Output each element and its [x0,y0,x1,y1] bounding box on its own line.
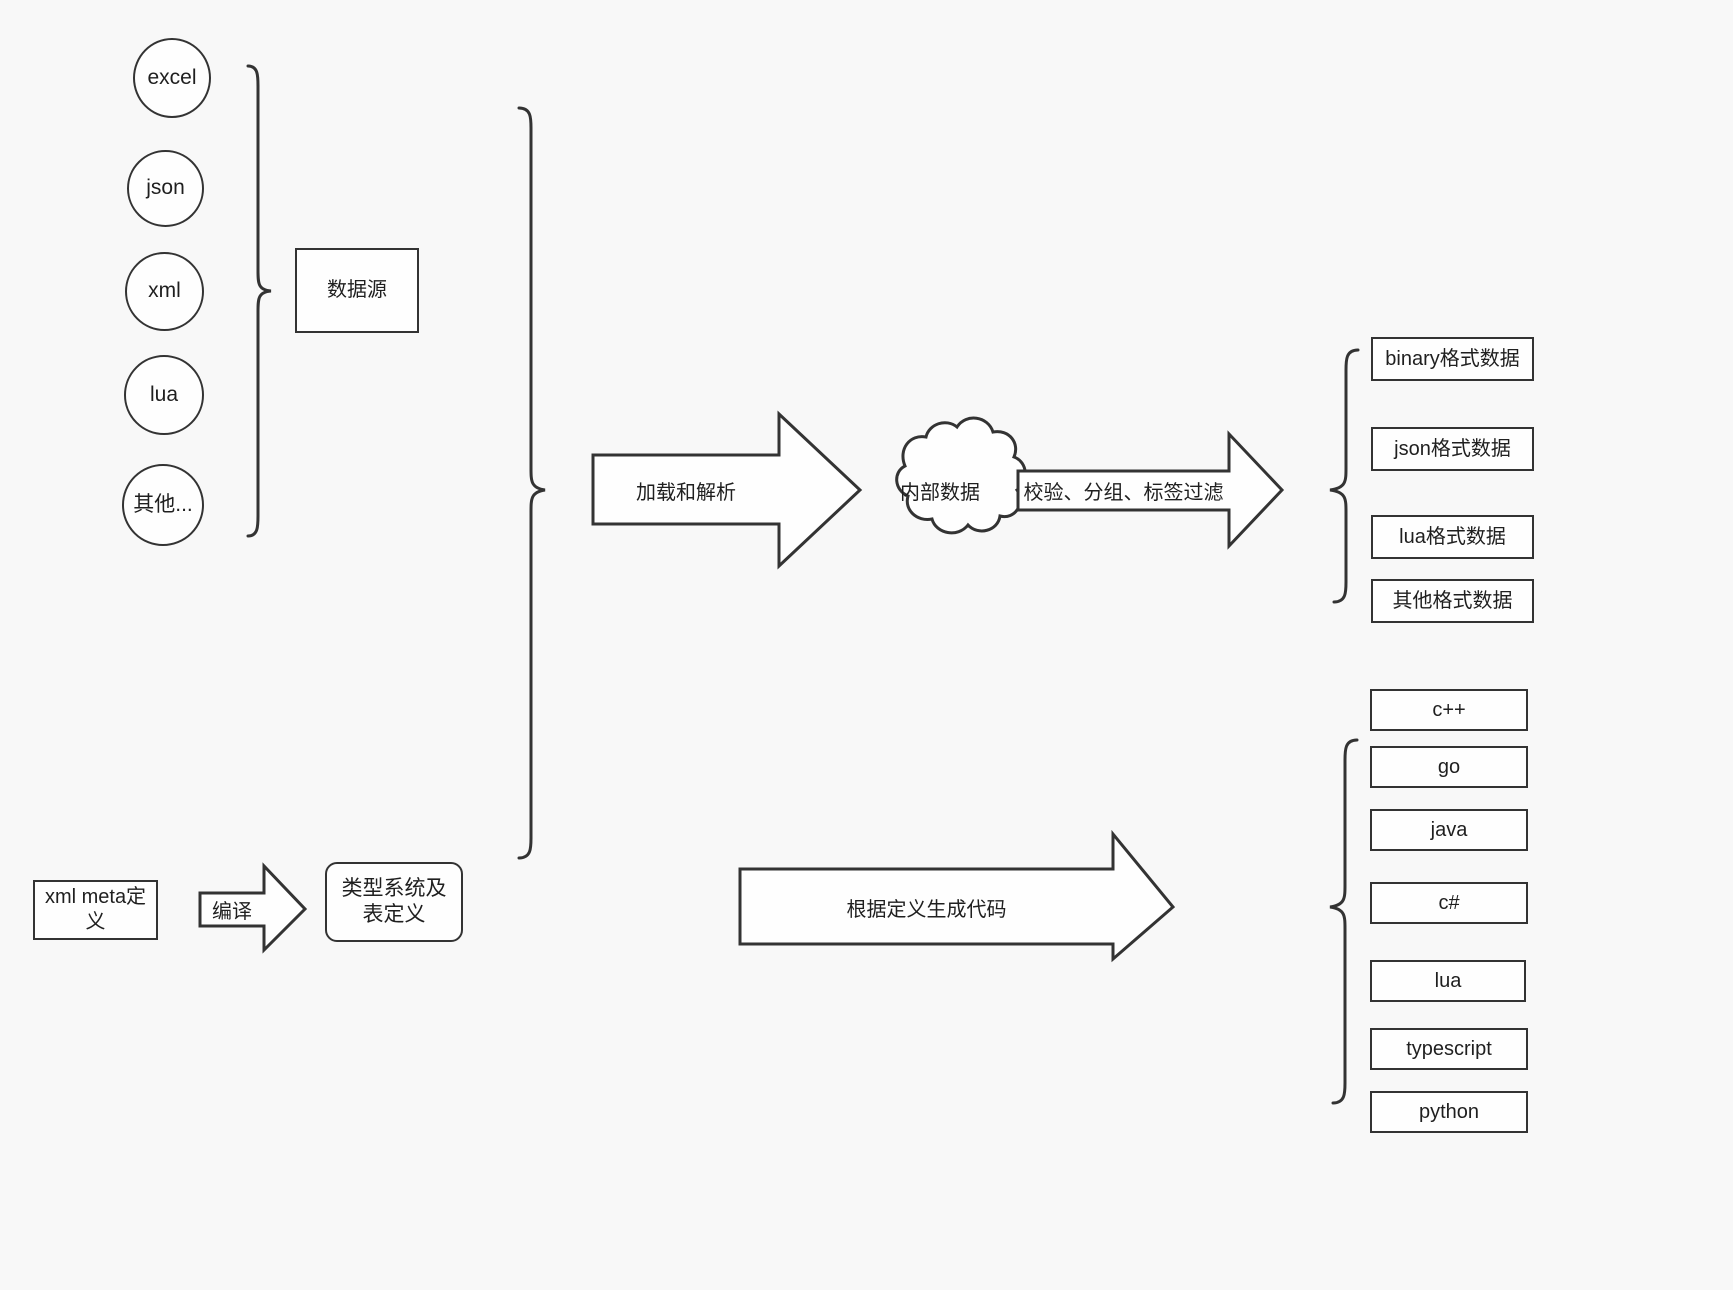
data-output-label: json格式数据 [1394,437,1511,460]
code-outputs-brace [1329,738,1359,1105]
type-system-box[interactable]: 类型系统及表定义 [325,862,463,942]
source-node-json[interactable]: json [127,150,204,227]
xml-meta-definition-box[interactable]: xml meta定义 [33,880,158,940]
code-output-label: c# [1438,891,1460,914]
code-output-python[interactable]: python [1370,1091,1528,1133]
code-output-label: go [1437,755,1461,778]
code-output-lua[interactable]: lua [1370,960,1526,1002]
sources-brace [246,64,272,538]
type-system-label: 类型系统及表定义 [341,876,447,926]
data-output-label: 其他格式数据 [1392,589,1513,612]
data-output-binary[interactable]: binary格式数据 [1371,337,1534,381]
data-source-label: 数据源 [327,279,387,301]
code-output-java[interactable]: java [1370,809,1528,851]
data-output-json[interactable]: json格式数据 [1371,427,1534,471]
compile-arrow-label: 编译 [212,901,252,923]
internal-data-cloud [895,416,1027,535]
data-output-label: binary格式数据 [1385,347,1520,370]
source-node-other[interactable]: 其他... [122,464,204,546]
code-output-label: lua [1434,969,1462,992]
code-output-label: c++ [1432,698,1466,721]
source-label: excel [147,65,197,89]
validate-filter-arrow [1016,430,1285,550]
codegen-arrow [738,829,1176,963]
data-source-box[interactable]: 数据源 [295,248,419,333]
data-outputs-brace [1329,348,1360,604]
source-label: 其他... [133,492,193,516]
data-output-lua[interactable]: lua格式数据 [1371,515,1534,559]
internal-data-label: 内部数据 [900,481,980,504]
source-label: lua [149,382,179,406]
code-output-cpp[interactable]: c++ [1370,689,1528,731]
code-output-label: java [1430,818,1468,841]
code-output-label: typescript [1406,1037,1492,1060]
data-output-label: lua格式数据 [1399,525,1506,548]
source-label: xml [148,279,181,303]
pipeline-input-brace [517,106,546,860]
source-node-lua[interactable]: lua [124,355,204,435]
code-output-go[interactable]: go [1370,746,1528,788]
source-node-xml[interactable]: xml [125,252,204,331]
code-output-typescript[interactable]: typescript [1370,1028,1528,1070]
load-parse-arrow-label: 加载和解析 [636,481,736,504]
compile-arrow [198,862,308,954]
code-output-label: python [1418,1100,1480,1123]
codegen-arrow-label: 根据定义生成代码 [846,898,1007,921]
data-output-other[interactable]: 其他格式数据 [1371,579,1534,623]
code-output-csharp[interactable]: c# [1370,882,1528,924]
xml-meta-definition-label: xml meta定义 [44,886,147,933]
validate-filter-arrow-label: 校验、分组、标签过滤 [1023,482,1224,504]
source-node-excel[interactable]: excel [133,38,211,118]
load-parse-arrow [591,410,863,570]
source-label: json [146,176,185,200]
